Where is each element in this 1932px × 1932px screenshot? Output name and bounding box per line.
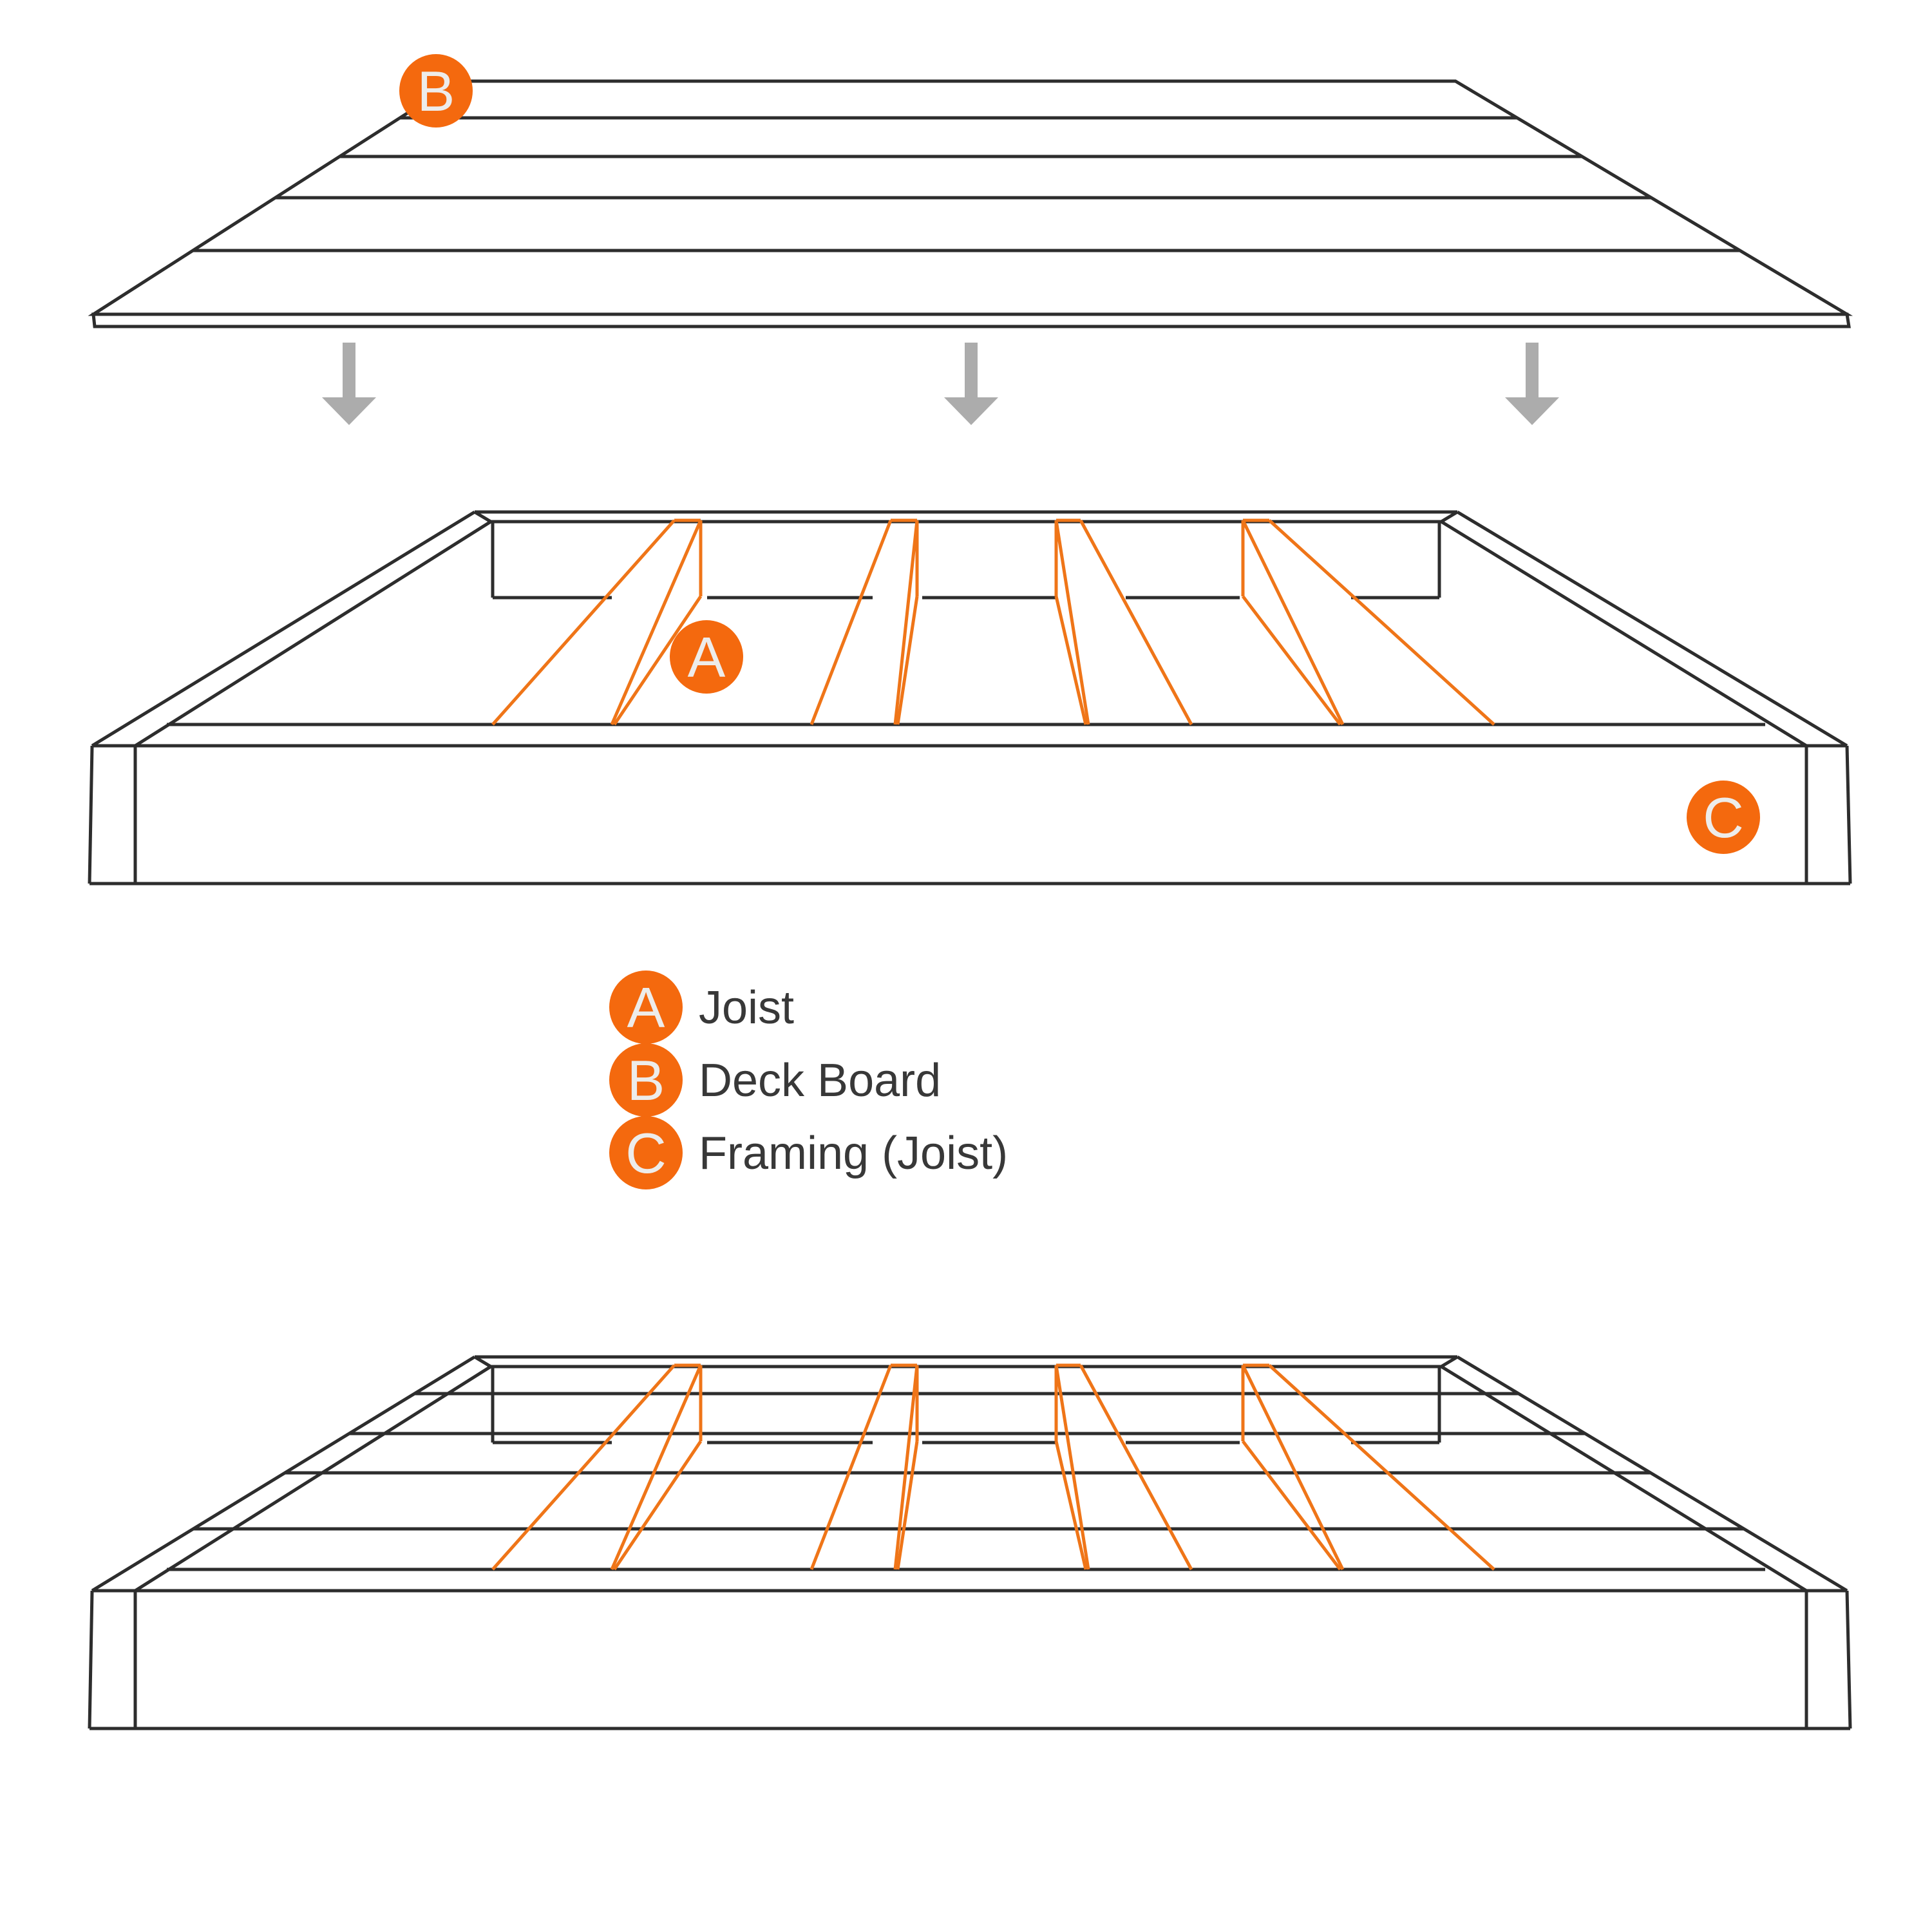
down-arrow-icon-3 [1505,343,1559,425]
label-b-badge: B [399,54,473,128]
a-circle [670,620,743,694]
b-circle [399,54,473,128]
down-arrow-icon-2 [944,343,998,425]
label-c-badge: C [1687,781,1760,854]
frame-outline [88,510,1852,886]
deck-board-panel [88,79,1853,328]
c-circle [1687,781,1760,854]
legend-item-c: C Framing (Joist) [609,1116,1008,1189]
legend-a-label: Joist [699,982,794,1034]
legend-c-circle [609,1116,683,1189]
legend-a-letter: A [627,976,665,1039]
legend: A Joist B Deck Board C Framing (Joist) [609,971,1008,1189]
joist-lines [491,518,1495,726]
legend-item-a: A Joist [609,971,794,1044]
drop-arrows [322,343,1559,425]
assembled-joist-lines [491,1363,1495,1571]
legend-b-circle [609,1043,683,1117]
c-letter: C [1703,786,1744,849]
assembled-frame-outline [88,1355,1852,1730]
down-arrow-icon-1 [322,343,376,425]
assembled-deck-board-lines [193,1392,1744,1531]
deck-board-edge-strip [91,312,1851,328]
b-letter: B [417,59,455,123]
legend-c-label: Framing (Joist) [699,1128,1008,1179]
legend-item-b: B Deck Board [609,1043,941,1117]
assembled-deck-illustration [88,1355,1852,1730]
legend-b-label: Deck Board [699,1055,941,1106]
legend-b-letter: B [627,1048,665,1112]
framing-illustration: A C [88,510,1852,886]
legend-a-circle [609,971,683,1044]
a-letter: A [688,625,726,689]
deck-board-gap-lines [193,116,1740,252]
legend-c-letter: C [625,1121,667,1185]
label-a-badge: A [670,620,743,694]
